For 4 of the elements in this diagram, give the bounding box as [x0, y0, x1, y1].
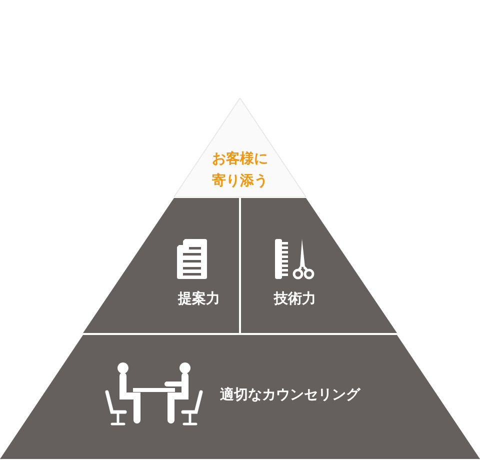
tier-label: 技術力 [272, 290, 317, 309]
tier-label: お客様に寄り添う [211, 150, 269, 192]
tier-label: 適切なカウンセリング [220, 386, 360, 404]
tier-label: 提案力 [176, 290, 221, 309]
